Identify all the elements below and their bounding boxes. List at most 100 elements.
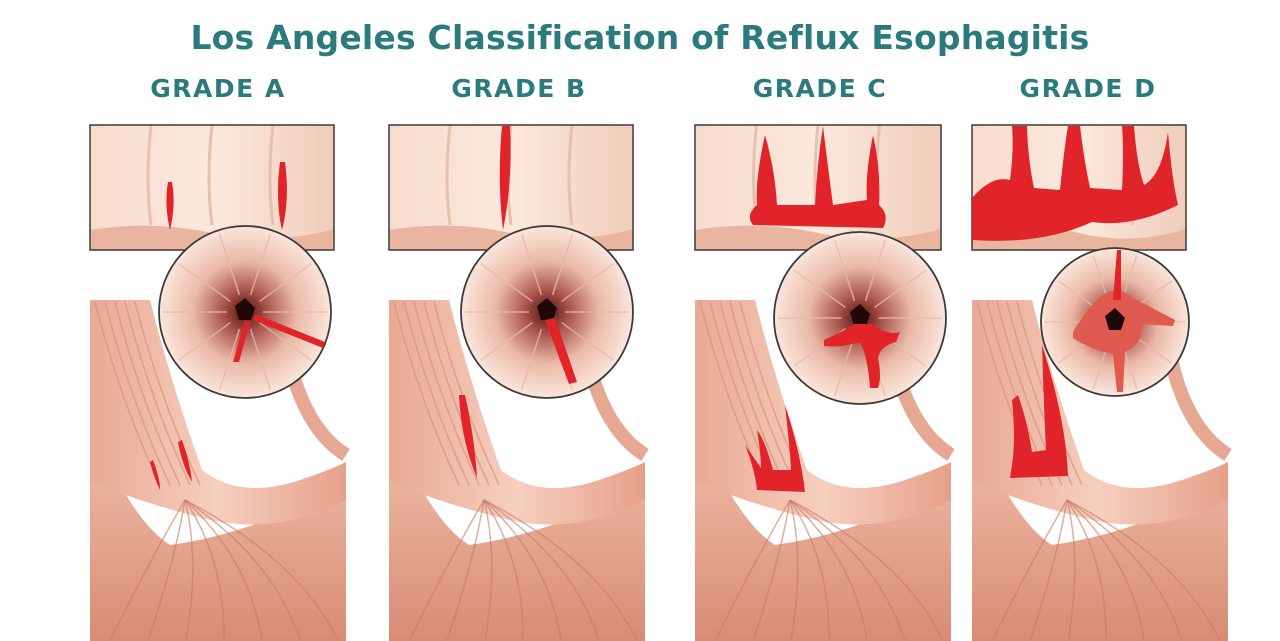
gastric-fold	[789, 499, 906, 641]
gastric-fold	[483, 499, 493, 641]
endoscopic-view	[158, 225, 332, 399]
gastric-fold	[147, 499, 186, 641]
mucosal-line	[114, 301, 181, 486]
mucosal-line	[393, 301, 460, 486]
gastric-fold	[109, 499, 186, 641]
circumferential-lesions	[1073, 250, 1175, 392]
lesion	[824, 324, 900, 388]
radial-fold	[551, 233, 574, 296]
mucosal-fold	[445, 124, 452, 226]
radial-fold	[793, 269, 846, 309]
radial-fold	[833, 334, 856, 397]
gastric-fold	[789, 499, 799, 641]
mucosal-line	[134, 301, 201, 486]
lumen-opening	[850, 304, 870, 326]
lesion	[178, 440, 192, 482]
radial-fold	[178, 263, 231, 303]
grade-d-illustration	[971, 124, 1232, 641]
endoscopic-view-frame	[460, 225, 634, 399]
mucosal-break	[499, 126, 511, 230]
mucosal-line	[729, 301, 796, 486]
endoscopic-view	[460, 225, 634, 399]
gastric-fold	[483, 499, 524, 641]
gastric-fold	[1066, 499, 1076, 641]
circumferential-lesions	[233, 314, 325, 362]
gastric-fold	[789, 499, 830, 641]
gastric-fold	[446, 499, 485, 641]
mucosal-break	[749, 126, 886, 228]
gastric-fold	[1066, 499, 1107, 641]
lumen-opening	[1105, 308, 1125, 330]
mucosal-line	[124, 301, 191, 486]
gastric-fold	[184, 499, 194, 641]
radial-fold	[259, 321, 312, 361]
radial-fold	[259, 263, 312, 303]
grade-d-panel: GRADE D	[968, 0, 1232, 641]
gastric-fold	[752, 499, 791, 641]
radial-fold	[520, 328, 543, 391]
esophagus	[389, 300, 645, 525]
mucosal-breaks	[749, 126, 886, 228]
mucosal-line	[403, 301, 470, 486]
mucosal-breaks	[166, 162, 287, 230]
radial-fold	[249, 233, 272, 296]
gastric-fold	[184, 499, 225, 641]
endoscopic-view-frame	[773, 231, 947, 405]
gastric-fold	[991, 499, 1068, 641]
grade-b-illustration	[388, 124, 649, 641]
radial-fold	[249, 328, 272, 391]
mucosal-fold	[146, 124, 153, 226]
grade-a-illustration	[89, 124, 350, 641]
lesion	[1113, 250, 1121, 300]
gastric-fold	[1029, 499, 1068, 641]
mucosa-close-up	[694, 124, 942, 251]
stomach	[90, 420, 346, 641]
gastric-fold	[1066, 499, 1221, 641]
radial-fold	[561, 263, 614, 303]
gastric-fold	[789, 499, 944, 641]
gastric-fold	[184, 499, 301, 641]
lesion	[545, 318, 577, 384]
gastric-fold	[714, 499, 791, 641]
esophageal-lesions	[459, 395, 477, 478]
circumferential-lesions	[545, 318, 577, 384]
mucosal-line	[104, 301, 171, 486]
radial-fold	[480, 321, 533, 361]
gastric-fold	[184, 499, 339, 641]
grade-c-illustration	[694, 124, 955, 641]
esophageal-lesions	[745, 405, 805, 492]
lesion	[1073, 290, 1175, 392]
radial-fold	[561, 321, 614, 361]
mucosal-break	[166, 182, 174, 230]
grade-a-label: GRADE A	[150, 74, 286, 103]
gastric-fold	[1066, 499, 1183, 641]
endoscopic-view-frame	[158, 225, 332, 399]
gastric-fold	[184, 499, 263, 641]
radial-fold	[520, 233, 543, 296]
gastric-fold	[789, 499, 868, 641]
gastric-fold	[408, 499, 485, 641]
mucosa-close-up	[89, 124, 335, 251]
radial-fold	[178, 321, 231, 361]
lesion	[459, 395, 477, 478]
mucosal-fold	[207, 124, 214, 226]
radial-fold	[833, 239, 856, 302]
stomach	[389, 420, 645, 641]
mucosal-breaks	[499, 126, 511, 230]
lesion	[1010, 345, 1068, 478]
mucosal-line	[423, 301, 490, 486]
lesion	[745, 405, 805, 492]
grade-b-label: GRADE B	[451, 74, 587, 103]
close-up-frame	[971, 124, 1187, 251]
circumferential-lesions	[824, 324, 900, 388]
lesion	[150, 460, 160, 490]
mucosal-breaks	[972, 126, 1178, 241]
esophagus-stomach	[389, 299, 649, 641]
grade-b-panel: GRADE B	[388, 0, 649, 641]
mucosa-close-up	[388, 124, 634, 251]
stomach	[695, 420, 951, 641]
mucosal-line	[719, 301, 786, 486]
mucosal-break	[277, 162, 287, 230]
esophageal-lesions	[1010, 345, 1068, 478]
mucosal-line	[413, 301, 480, 486]
